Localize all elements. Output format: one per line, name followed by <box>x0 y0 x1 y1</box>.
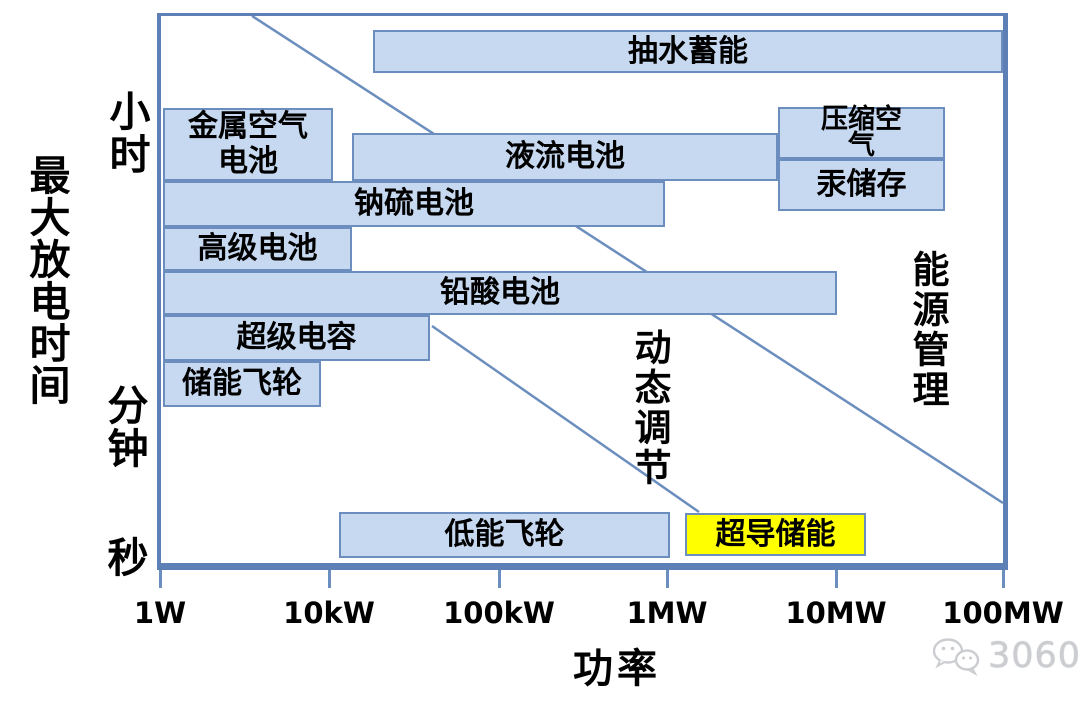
box-metal-air-battery: 金属空气 电池 <box>163 108 333 181</box>
diagonal-line <box>251 14 1004 505</box>
box-pumped-hydro: 抽水蓄能 <box>373 30 1003 73</box>
wechat-icon <box>932 638 980 676</box>
x-tick-mark <box>159 570 162 588</box>
x-tick-label-1W: 1W <box>133 596 187 630</box>
region-label-能源管理: 能源管理 <box>906 250 949 410</box>
diagonal-line <box>431 324 700 514</box>
y-band-label-分钟: 分钟 <box>100 384 148 470</box>
box-superconducting-storage: 超导储能 <box>685 513 866 556</box>
box-low-energy-flywheel: 低能飞轮 <box>339 512 670 558</box>
x-tick-mark <box>328 570 331 588</box>
x-tick-label-10MW: 10MW <box>785 596 887 630</box>
x-axis-title: 功率 <box>573 646 661 692</box>
x-tick-label-10kW: 10kW <box>283 596 375 630</box>
box-advanced-battery: 高级电池 <box>163 227 352 271</box>
x-tick-mark <box>1002 570 1005 588</box>
watermark-text: 3060 <box>988 636 1080 676</box>
y-band-label-秒: 秒 <box>100 536 148 579</box>
y-axis-title: 最大放电时间 <box>22 154 70 406</box>
x-tick-mark <box>666 570 669 588</box>
x-tick-mark <box>835 570 838 588</box>
box-mercury-storage: 汞储存 <box>778 159 945 211</box>
box-compressed-air: 压缩空 气 <box>778 106 945 159</box>
box-flow-battery: 液流电池 <box>352 133 778 181</box>
box-supercapacitor: 超级电容 <box>163 315 430 361</box>
region-label-动态调节: 动态调节 <box>628 328 671 488</box>
x-tick-label-100kW: 100kW <box>443 596 555 630</box>
x-tick-mark <box>498 570 501 588</box>
box-flywheel-storage: 储能飞轮 <box>163 361 321 407</box>
box-sodium-sulfur-battery: 钠硫电池 <box>163 181 665 227</box>
box-lead-acid-battery: 铅酸电池 <box>163 271 837 315</box>
x-tick-label-1MW: 1MW <box>626 596 708 630</box>
x-tick-label-100MW: 100MW <box>942 596 1064 630</box>
plot-frame <box>157 13 1008 570</box>
watermark: 3060 <box>930 636 1080 676</box>
y-band-label-小时: 小时 <box>102 90 150 176</box>
